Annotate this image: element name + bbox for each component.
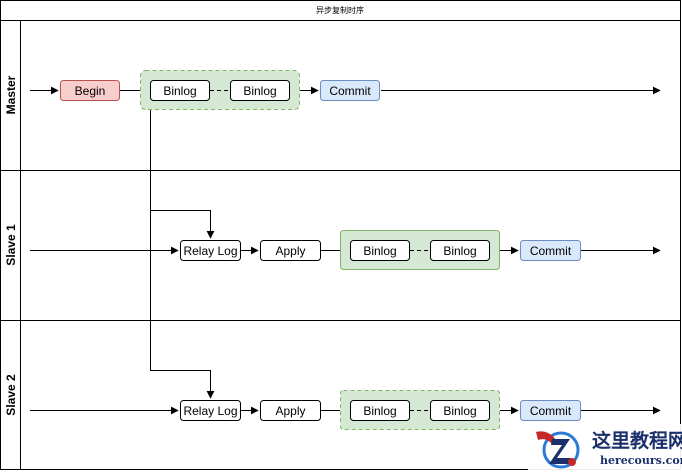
diagram-title: 异步复制时序 bbox=[316, 5, 364, 15]
relay-log-label: Relay Log bbox=[183, 244, 237, 258]
binlog-node bbox=[350, 240, 410, 261]
replication-arrow-slave-1 bbox=[150, 110, 215, 239]
binlog-label: Binlog bbox=[243, 84, 276, 98]
replication-arrow-slave-2 bbox=[150, 210, 215, 399]
apply-node bbox=[260, 240, 321, 261]
commit-node bbox=[320, 80, 380, 101]
binlog-label: Binlog bbox=[443, 244, 476, 258]
relay-log-node bbox=[180, 400, 241, 421]
binlog-node bbox=[430, 240, 490, 261]
master-lane: Begin Binlog Binlog Commit bbox=[30, 70, 661, 110]
commit-label: Commit bbox=[530, 404, 572, 418]
begin-label: Begin bbox=[75, 84, 106, 98]
begin-node bbox=[60, 80, 120, 101]
relay-log-label: Relay Log bbox=[183, 404, 237, 418]
lane-label-master: Master bbox=[4, 75, 18, 114]
binlog-label: Binlog bbox=[363, 244, 396, 258]
watermark-logo-icon bbox=[536, 431, 580, 469]
commit-label: Commit bbox=[530, 244, 572, 258]
watermark: 这里教程网 herecours.com bbox=[528, 424, 682, 472]
binlog-node bbox=[350, 400, 410, 421]
lane-label-slave-2: Slave 2 bbox=[4, 374, 18, 416]
watermark-name: 这里教程网 bbox=[592, 429, 682, 452]
apply-node bbox=[260, 400, 321, 421]
binlog-label: Binlog bbox=[363, 404, 396, 418]
apply-label: Apply bbox=[275, 404, 305, 418]
binlog-label: Binlog bbox=[443, 404, 476, 418]
lane-label-slave-1: Slave 1 bbox=[4, 224, 18, 266]
relay-log-node bbox=[180, 240, 241, 261]
commit-node bbox=[520, 400, 581, 421]
commit-node bbox=[520, 240, 581, 261]
binlog-node bbox=[430, 400, 490, 421]
commit-label: Commit bbox=[329, 84, 371, 98]
binlog-label: Binlog bbox=[163, 84, 196, 98]
binlog-node bbox=[150, 80, 210, 101]
slave-2-lane: Relay Log Apply Binlog Binlog Commit bbox=[30, 390, 661, 430]
slave-1-lane: Relay Log Apply Binlog Binlog Commit bbox=[30, 230, 661, 270]
replication-edges bbox=[150, 110, 215, 399]
binlog-node bbox=[230, 80, 290, 101]
watermark-url: herecours.com bbox=[600, 454, 682, 467]
apply-label: Apply bbox=[275, 244, 305, 258]
